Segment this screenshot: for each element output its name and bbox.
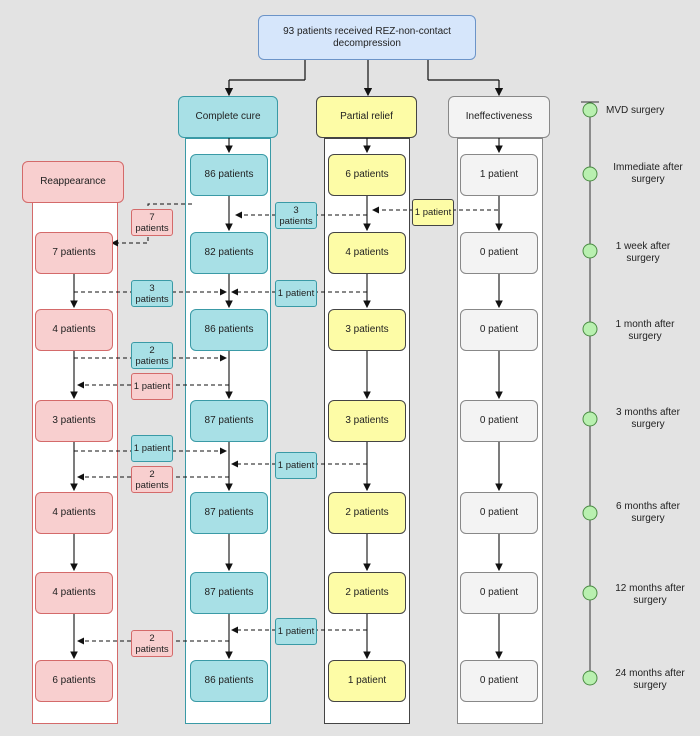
ineff-box-1month: 0 patient	[460, 309, 538, 351]
timeline-label-immediate: Immediate after surgery	[613, 162, 683, 185]
reappearance-box-12months: 4 patients	[35, 572, 113, 614]
ineff-box-12months: 0 patient	[460, 572, 538, 614]
partial-box-6months: 2 patients	[328, 492, 406, 534]
partial-box-immediate: 6 patients	[328, 154, 406, 196]
ineff-box-3months: 0 patient	[460, 400, 538, 442]
partial-box-24months: 1 patient	[328, 660, 406, 702]
timeline-label-6months: 6 months after surgery	[616, 501, 680, 524]
top-box: 93 patients received REZ-non-contact dec…	[258, 15, 476, 60]
reappearance-box-24months: 6 patients	[35, 660, 113, 702]
cure-box-1month: 86 patients	[190, 309, 268, 351]
partial-box-3months: 3 patients	[328, 400, 406, 442]
timeline-label-1week: 1 week after surgery	[615, 241, 671, 264]
ineff-box-6months: 0 patient	[460, 492, 538, 534]
header-reappearance: Reappearance	[22, 161, 124, 203]
tag-1-patient-partial-to-cure-1m: 1 patient	[275, 280, 317, 307]
ineff-box-24months: 0 patient	[460, 660, 538, 702]
tag-1-patient-cure-to-reapp: 1 patient	[131, 373, 173, 400]
reappearance-box-3months: 3 patients	[35, 400, 113, 442]
cure-box-12months: 87 patients	[190, 572, 268, 614]
cure-box-24months: 86 patients	[190, 660, 268, 702]
reappearance-box-1month: 4 patients	[35, 309, 113, 351]
timeline-label-1month: 1 month after surgery	[615, 319, 675, 342]
timeline-label-24months: 24 months after surgery	[615, 668, 685, 691]
cure-box-1week: 82 patients	[190, 232, 268, 274]
tag-2-patients-cure-to-reapp: 2 patients	[131, 466, 173, 493]
tag-2-patients-reapp-to-cure: 2 patients	[131, 342, 173, 369]
partial-box-1week: 4 patients	[328, 232, 406, 274]
cure-box-immediate: 86 patients	[190, 154, 268, 196]
tag-2-patients-cure-to-reapp-24m: 2 patients	[131, 630, 173, 657]
cure-box-6months: 87 patients	[190, 492, 268, 534]
timeline-label-mvd: MVD surgery	[606, 105, 665, 116]
ineff-box-immediate: 1 patient	[460, 154, 538, 196]
ineff-box-1week: 0 patient	[460, 232, 538, 274]
partial-box-1month: 3 patients	[328, 309, 406, 351]
partial-box-12months: 2 patients	[328, 572, 406, 614]
reappearance-box-6months: 4 patients	[35, 492, 113, 534]
timeline-label-3months: 3 months after surgery	[616, 407, 680, 430]
header-ineffectiveness: Ineffectiveness	[448, 96, 550, 138]
tag-1-patient-partial-to-cure-24m: 1 patient	[275, 618, 317, 645]
cure-box-3months: 87 patients	[190, 400, 268, 442]
tag-1-patient-ineff-to-partial: 1 patient	[412, 199, 454, 226]
tag-3-patients-reapp-to-cure: 3 patients	[131, 280, 173, 307]
reappearance-column	[32, 190, 118, 724]
tag-1-patient-partial-to-cure-6m: 1 patient	[275, 452, 317, 479]
tag-1-patient-reapp-to-cure-6m: 1 patient	[131, 435, 173, 462]
timeline-label-12months: 12 months after surgery	[615, 583, 685, 606]
reappearance-box-1week: 7 patients	[35, 232, 113, 274]
tag-3-patients-partial-to-cure: 3 patients	[275, 202, 317, 229]
header-partial-relief: Partial relief	[316, 96, 417, 138]
tag-7-patients: 7 patients	[131, 209, 173, 236]
header-complete-cure: Complete cure	[178, 96, 278, 138]
